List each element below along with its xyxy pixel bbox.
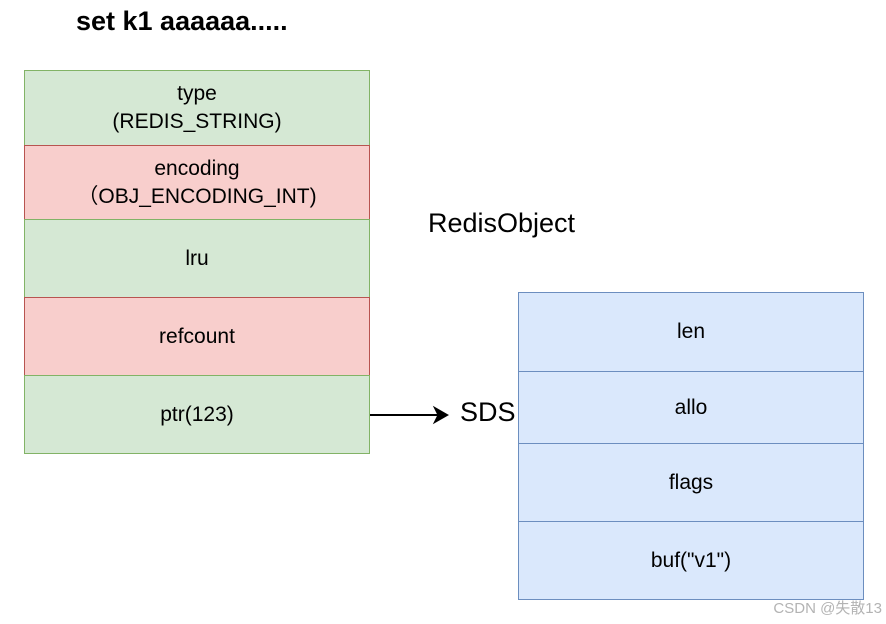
sds-label: SDS (460, 397, 516, 427)
watermark: CSDN @失散13 (773, 600, 882, 617)
sds-field-len: len (518, 292, 864, 372)
redis-object-label: RedisObject (428, 208, 576, 238)
field-ptr: ptr(123) (24, 375, 370, 454)
pointer-arrow (370, 405, 450, 425)
field-type: type (REDIS_STRING) (24, 70, 370, 146)
diagram-title: set k1 aaaaaa..... (76, 6, 288, 36)
sds-field-allo: allo (518, 371, 864, 444)
field-refcount: refcount (24, 297, 370, 376)
sds-field-buf: buf("v1") (518, 521, 864, 600)
field-encoding: encoding （OBJ_ENCODING_INT) (24, 145, 370, 220)
field-lru: lru (24, 219, 370, 298)
sds-field-flags: flags (518, 443, 864, 522)
